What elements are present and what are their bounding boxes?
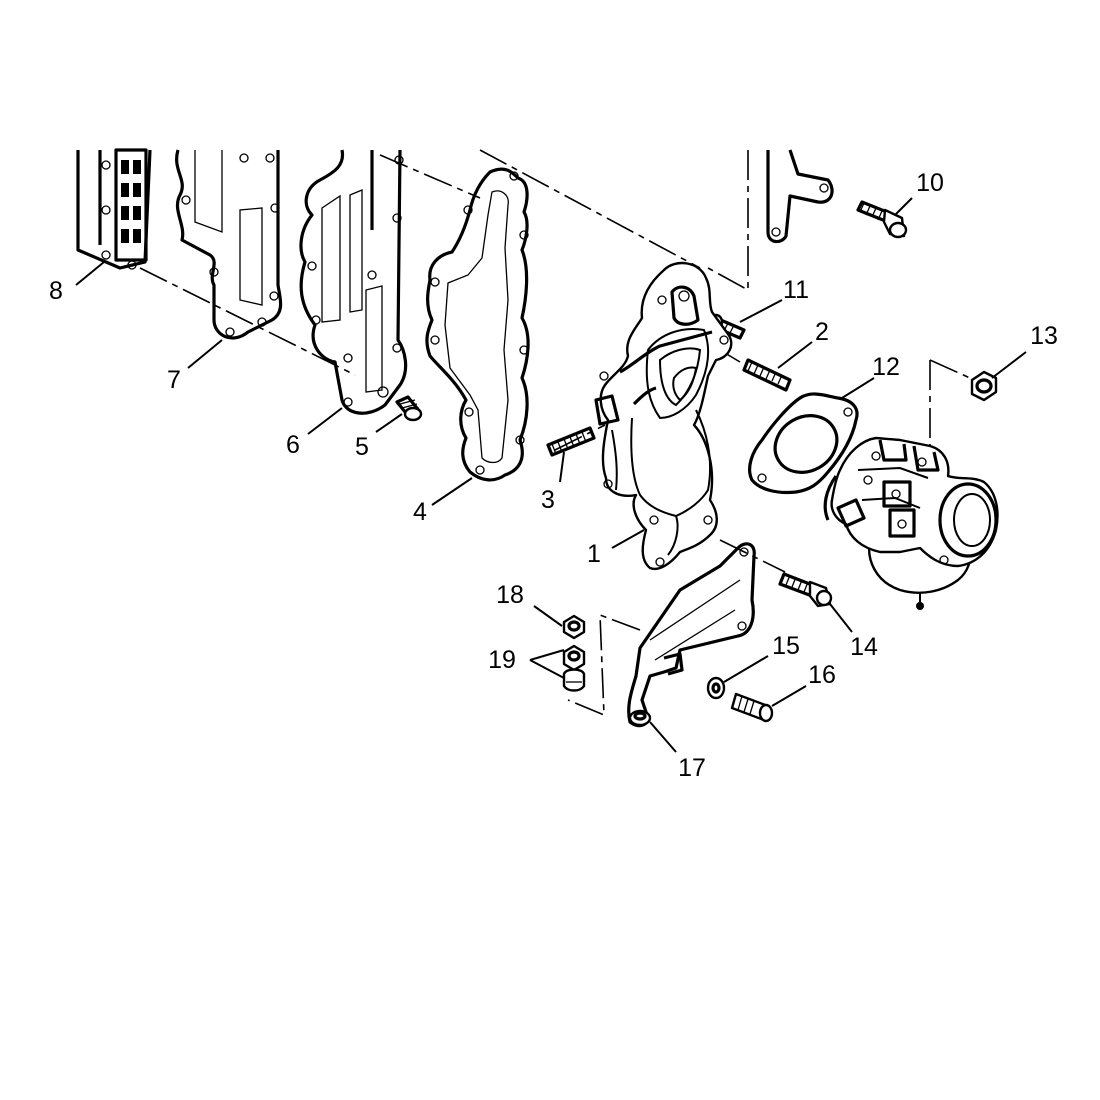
part-4-gasket <box>425 167 530 482</box>
callout-12: 12 <box>872 353 900 381</box>
callout-16: 16 <box>808 661 836 689</box>
callout-7: 7 <box>167 366 181 394</box>
part-13-nut <box>970 370 998 402</box>
callout-10: 10 <box>916 169 944 197</box>
part-5-screw <box>395 395 423 422</box>
carburetor-assembly <box>823 436 999 610</box>
part-17-grommet <box>628 709 652 727</box>
part-15-washer <box>706 676 726 700</box>
part-2-stud <box>742 358 792 392</box>
callout-11: 11 <box>783 276 809 304</box>
part-lower-bracket <box>627 542 756 728</box>
part-19-bushings <box>562 644 586 692</box>
part-6-plate <box>299 149 408 415</box>
callout-18: 18 <box>496 581 524 609</box>
part-16-bolt <box>730 692 774 723</box>
callout-2: 2 <box>815 318 829 346</box>
callout-labels: 1 2 3 4 5 6 7 8 10 11 12 13 14 15 16 17 … <box>49 169 1058 782</box>
part-8-reed-plate <box>76 148 152 270</box>
leader-lines <box>75 197 1027 753</box>
callout-17: 17 <box>678 754 706 782</box>
part-1-manifold <box>594 261 733 571</box>
callout-15: 15 <box>772 632 800 660</box>
part-14-bolt <box>778 572 833 608</box>
callout-13: 13 <box>1030 322 1058 350</box>
part-3-stud <box>546 426 596 457</box>
callout-14: 14 <box>850 633 878 661</box>
callout-5: 5 <box>355 433 369 461</box>
part-12-gasket <box>748 392 859 495</box>
part-7-gasket <box>175 149 283 340</box>
callout-4: 4 <box>413 498 427 526</box>
callout-1: 1 <box>587 540 601 568</box>
callout-19: 19 <box>488 646 516 674</box>
callout-6: 6 <box>286 431 300 459</box>
callout-8: 8 <box>49 277 63 305</box>
callout-3: 3 <box>541 486 555 514</box>
part-10-bolt <box>856 200 908 239</box>
part-18-nut <box>562 614 586 640</box>
part-bracket-top <box>766 149 834 244</box>
